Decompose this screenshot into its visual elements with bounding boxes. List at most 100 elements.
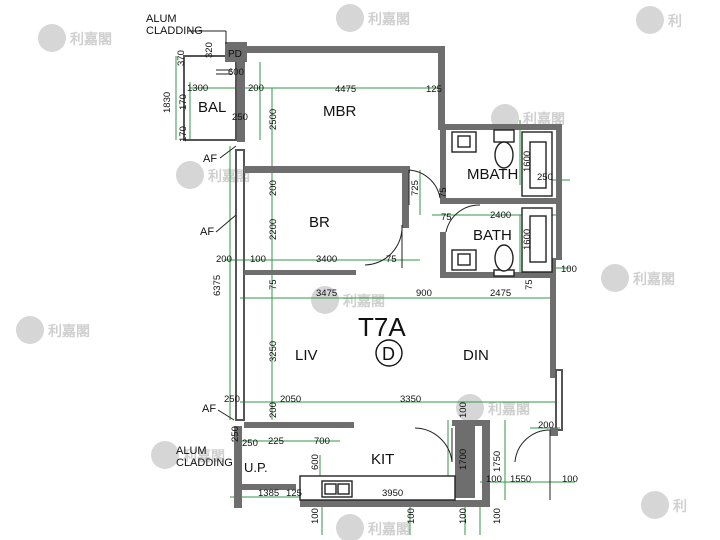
dim-text: 900 [416, 288, 432, 299]
dim-text: 2400 [490, 210, 511, 221]
dim-text: 3250 [268, 341, 279, 362]
svg-text:利: 利 [668, 13, 682, 30]
dim-text: 1830 [162, 92, 173, 113]
doors [364, 169, 551, 500]
door-kit-swing [414, 427, 453, 463]
room-kit: KIT [371, 451, 394, 468]
watermark-logo-icon: 利 [641, 491, 687, 519]
door-bath-swing [445, 204, 481, 233]
dim-text: 250 [232, 112, 248, 123]
dim-text: 250 [230, 426, 241, 442]
room-mbr: MBR [323, 103, 357, 120]
svg-text:利: 利 [673, 498, 687, 515]
dim-text: 2475 [490, 288, 511, 299]
dim-text: 3475 [316, 288, 337, 299]
dim-text: 1600 [522, 229, 533, 250]
watermark-logo-icon: 利嘉閣 [151, 441, 225, 469]
door-main-swing [514, 429, 551, 463]
dim-text: 200 [538, 420, 554, 431]
svg-text:利嘉閣: 利嘉閣 [183, 448, 225, 465]
dim-text: 75 [268, 279, 279, 290]
room-bath: BATH [473, 227, 512, 244]
dim-text: 725 [410, 180, 421, 196]
mbath-toilet-icon [493, 129, 515, 143]
svg-text:利嘉閣: 利嘉閣 [488, 401, 530, 418]
dim-text: 3350 [400, 394, 421, 405]
svg-text:利嘉閣: 利嘉閣 [208, 168, 250, 185]
dim-text: 2500 [268, 109, 279, 130]
label-alum-cladding-top: ALUM CLADDING [146, 13, 203, 37]
dim-text: 250 [537, 172, 553, 183]
dim-text: 200 [268, 180, 279, 196]
unit-name: T7A [358, 312, 406, 342]
dim-text: 3950 [382, 488, 403, 499]
dim-text: 1750 [492, 451, 503, 472]
svg-text:利嘉閣: 利嘉閣 [48, 323, 90, 340]
annotation-labels: ALUM CLADDING AF AF AF ALUM CLADDING [146, 13, 237, 469]
room-liv: LIV [295, 347, 318, 364]
dim-text: 1385 [258, 488, 279, 499]
unit-identity: T7A D [358, 312, 406, 367]
dim-text: 100 [310, 508, 321, 524]
dim-text: 225 [268, 436, 284, 447]
dimension-lines [175, 56, 575, 535]
dim-text: 100 [486, 474, 502, 485]
label-alum-cladding-top-line1: ALUM [146, 13, 177, 25]
dim-text: 320 [204, 42, 215, 58]
label-af-1: AF [203, 153, 217, 165]
dim-text: 250 [242, 438, 258, 449]
dim-text: 2050 [280, 394, 301, 405]
dim-text: 370 [176, 50, 187, 66]
label-alum-cladding-bottom-line1: ALUM [176, 445, 207, 457]
dim-text: 1550 [510, 474, 531, 485]
label-alum-cladding-bottom-line2: CLADDING [176, 457, 233, 469]
label-af-2: AF [200, 226, 214, 238]
dim-text: 100 [406, 508, 417, 524]
label-alum-cladding-top-line2: CLADDING [146, 25, 203, 37]
dim-text: 75 [441, 212, 452, 223]
door-mbr-swing [408, 169, 441, 199]
svg-text:利嘉閣: 利嘉閣 [343, 293, 385, 310]
svg-text:利嘉閣: 利嘉閣 [523, 111, 565, 128]
dim-text: 250 [224, 394, 240, 405]
svg-text:利嘉閣: 利嘉閣 [70, 31, 112, 48]
dim-text: 1300 [187, 83, 208, 94]
watermark-logo-icon: 利 [636, 6, 682, 34]
room-bal: BAL [198, 99, 226, 116]
dim-text: 1700 [458, 449, 469, 470]
dim-text: 200 [216, 254, 232, 265]
watermark-logo-icon: 利嘉閣 [38, 24, 112, 52]
flat-letter: D [382, 344, 395, 364]
dim-text: 170 [178, 94, 189, 110]
watermark-logo-icon: 利嘉閣 [311, 286, 385, 314]
room-up: U.P. [244, 460, 268, 475]
dim-text: 125 [426, 84, 442, 95]
dim-text: 1600 [522, 151, 533, 172]
dim-text: 200 [248, 83, 264, 94]
dim-text: 75 [438, 187, 449, 198]
room-pd: PD [228, 49, 242, 60]
dim-text: 100 [562, 474, 578, 485]
dim-text: 100 [492, 508, 503, 524]
svg-text:利嘉閣: 利嘉閣 [633, 271, 675, 288]
room-mbath: MBATH [467, 166, 518, 183]
dim-text: 4475 [335, 84, 356, 95]
watermark-logo-icon: 利嘉閣 [336, 4, 410, 32]
room-din: DIN [463, 347, 489, 364]
dim-text: 100 [561, 264, 577, 275]
dim-text: 75 [386, 254, 397, 265]
dim-text: 2200 [268, 219, 279, 240]
watermark-logo-icon: 利嘉閣 [16, 316, 90, 344]
room-labels: MBR BR MBATH BATH LIV DIN KIT BAL PD U.P… [198, 49, 518, 475]
watermark-logos: 利嘉閣 利嘉閣 利 利嘉閣 利嘉閣 利嘉閣 利嘉閣 利嘉閣 利嘉閣 利嘉閣 利嘉… [16, 4, 687, 540]
dim-text: 3400 [316, 254, 337, 265]
svg-text:利嘉閣: 利嘉閣 [368, 521, 410, 538]
dim-text: 600 [228, 67, 244, 78]
watermark-logo-icon: 利嘉閣 [176, 161, 250, 189]
fixtures [216, 69, 553, 501]
dim-text: 100 [458, 402, 469, 418]
dim-text: 100 [458, 508, 469, 524]
dim-text: 125 [286, 488, 302, 499]
